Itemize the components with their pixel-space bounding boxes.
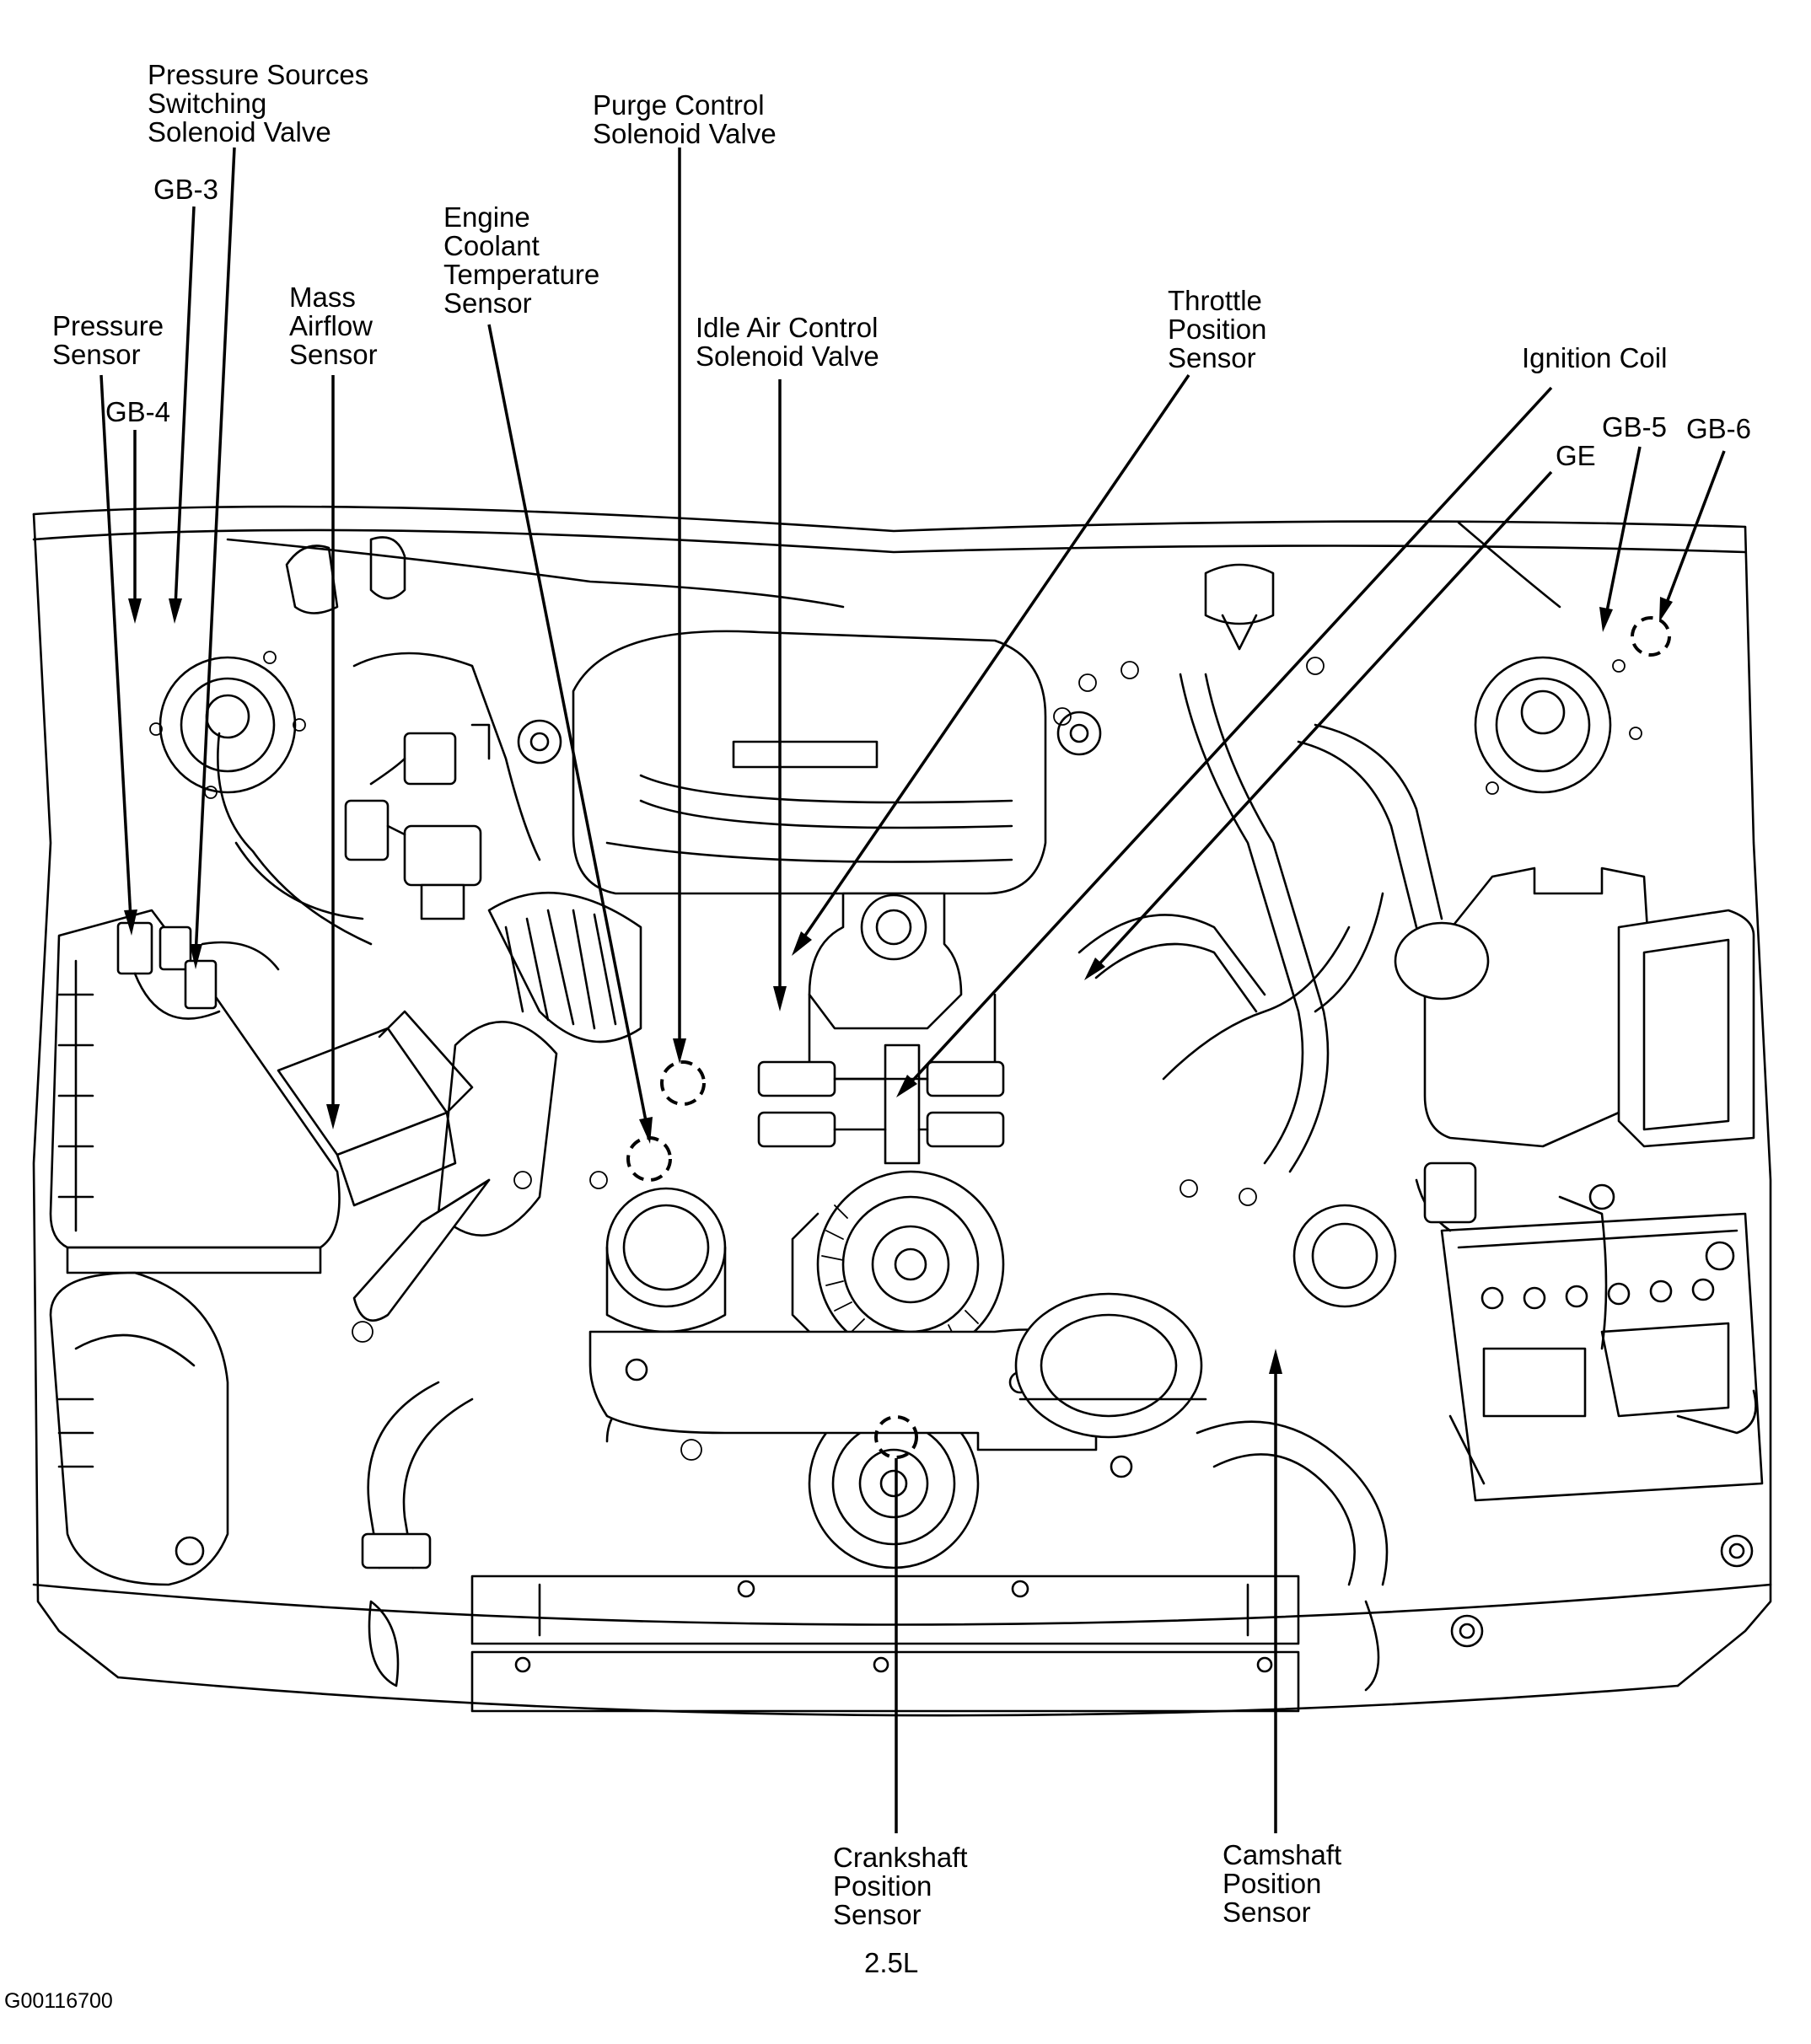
callout-gb4-line: GB-4 [105,396,170,427]
callout-mass-airflow: Mass Airflow Sensor [289,282,380,370]
callout-mass-airflow-line: Airflow [289,310,373,341]
callout-throttle: Throttle Position Sensor [1168,285,1275,373]
callout-pressure-sources-valve-line: Switching [148,88,266,119]
callout-ge: GE [1556,440,1596,471]
callout-purge-control-line: Purge Control [593,89,765,121]
callout-crankshaft-line: Position [833,1870,932,1902]
callout-mass-airflow-line: Sensor [289,339,378,370]
callout-throttle-line: Throttle [1168,285,1262,316]
callout-crankshaft: Crankshaft Position Sensor [833,1842,975,1930]
callout-pressure-sensor: Pressure Sensor [52,310,171,370]
sensor-location-markers [626,616,1671,1459]
callout-throttle-line: Position [1168,314,1266,345]
callout-pressure-sources-valve-line: Pressure Sources [148,59,368,90]
callout-gb5: GB-5 [1602,411,1667,443]
callout-pressure-sources-valve: Pressure Sources Switching Solenoid Valv… [148,59,376,148]
callout-engine-coolant-line: Coolant [443,230,540,261]
callout-ignition-coil-line: Ignition Coil [1522,342,1667,373]
callout-gb3: GB-3 [153,174,218,205]
callout-idle-air-line: Idle Air Control [696,312,878,343]
callout-camshaft-line: Sensor [1223,1896,1311,1928]
callout-engine-coolant-line: Engine [443,201,530,233]
callout-gb5-line: GB-5 [1602,411,1667,443]
leader-lines [99,147,1726,1833]
callout-engine-coolant-line: Sensor [443,287,532,319]
callout-pressure-sensor-line: Sensor [52,339,141,370]
crankshaft-sensor-marker [874,1415,918,1459]
callout-crankshaft-line: Sensor [833,1899,922,1930]
callout-idle-air: Idle Air Control Solenoid Valve [696,312,886,372]
callout-gb4: GB-4 [105,396,170,427]
coolant-sensor-marker [626,1136,672,1182]
callout-pressure-sources-valve-line: Solenoid Valve [148,116,331,148]
callout-camshaft-line: Camshaft [1223,1839,1341,1870]
callout-gb6-line: GB-6 [1686,413,1751,444]
callout-purge-control-line: Solenoid Valve [593,118,777,149]
engine-bay-artwork [32,505,1772,1717]
callout-camshaft-line: Position [1223,1868,1321,1899]
gb6-marker [1631,616,1671,657]
figure-id: G00116700 [4,1989,113,2013]
callout-engine-coolant: Engine Coolant Temperature Sensor [443,201,607,319]
engine-size-label: 2.5L [864,1947,918,1978]
callout-engine-coolant-line: Temperature [443,259,599,290]
callout-gb3-line: GB-3 [153,174,218,205]
callout-camshaft: Camshaft Position Sensor [1223,1839,1349,1928]
callout-crankshaft-line: Crankshaft [833,1842,968,1873]
callout-purge-control: Purge Control Solenoid Valve [593,89,777,149]
callout-ignition-coil: Ignition Coil [1522,342,1667,373]
callout-idle-air-line: Solenoid Valve [696,341,879,372]
callout-mass-airflow-line: Mass [289,282,356,313]
callout-throttle-line: Sensor [1168,342,1256,373]
callout-ge-line: GE [1556,440,1596,471]
purge-valve-marker [660,1060,706,1106]
callout-pressure-sensor-line: Pressure [52,310,164,341]
callout-gb6: GB-6 [1686,413,1751,444]
